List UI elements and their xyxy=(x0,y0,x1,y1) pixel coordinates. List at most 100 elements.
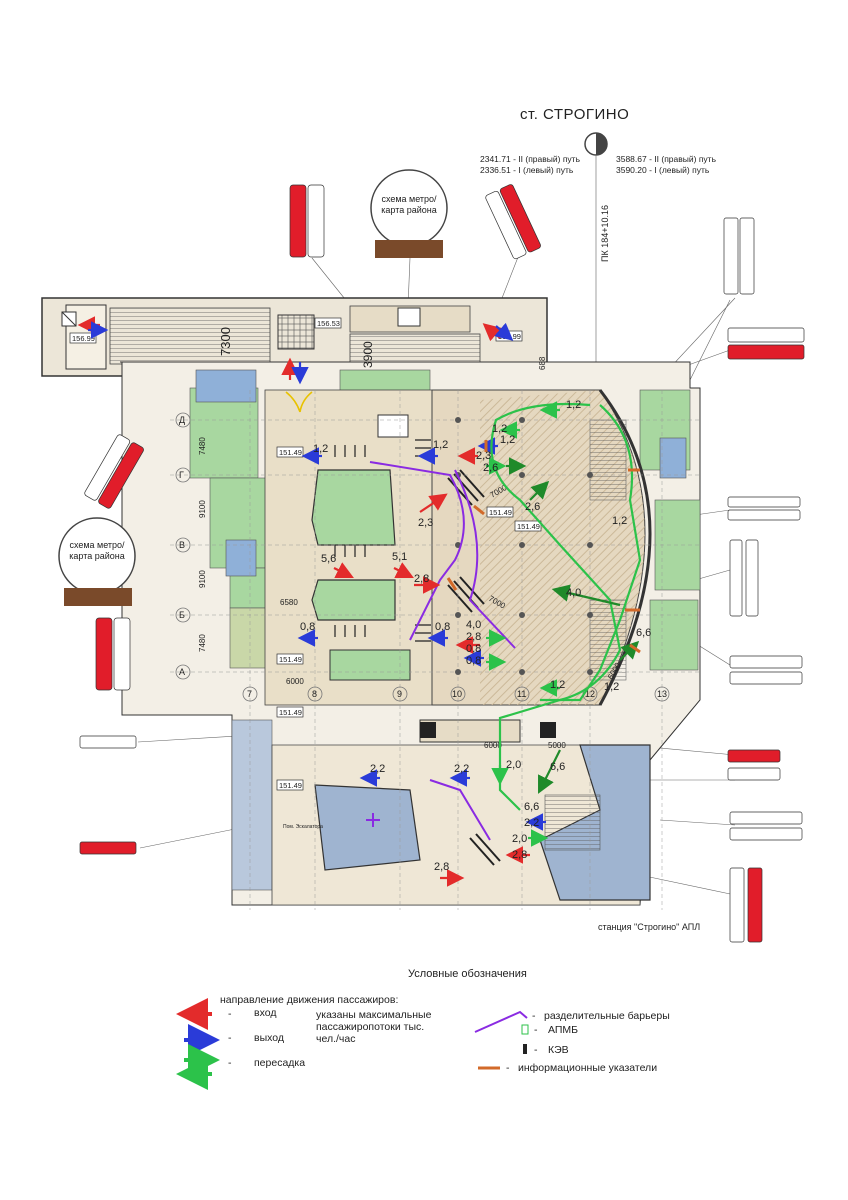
dim-6000-mid: 6000 xyxy=(484,741,502,750)
flow-f28: 2,2 xyxy=(524,817,539,829)
station-body xyxy=(120,361,701,906)
map-sign-left-label: схема метро/ карта района xyxy=(69,540,125,561)
flow-f4: 2,3 xyxy=(476,450,491,462)
track-right-1: 3588.67 - II (правый) путь xyxy=(616,154,716,164)
flow-f31: 2,8 xyxy=(434,861,449,873)
elev-151-49-b: 151.49 xyxy=(489,508,512,517)
row-axis-a: А xyxy=(179,667,185,677)
legend-transfer-dash: - xyxy=(228,1057,232,1069)
legend-apmb-dash: - xyxy=(534,1024,538,1036)
flow-f10: 5,6 xyxy=(321,553,336,565)
track-info-right: 3588.67 - II (правый) путь 3590.20 - I (… xyxy=(616,154,716,176)
legend-info-label: информационные указатели xyxy=(518,1062,658,1074)
legend-symbols xyxy=(176,998,529,1090)
dim-9100-bottom: 9100 xyxy=(198,570,207,588)
elev-151-49-a: 151.49 xyxy=(279,448,302,457)
flow-values: 1,2 1,2 1,2 2,3 2,6 1,2 1,2 2,3 2,6 1,2 … xyxy=(300,399,651,873)
elev-156-53: 156.53 xyxy=(317,319,340,328)
flow-f15: 0,8 xyxy=(435,621,450,633)
legend-max-flow-note: указаны максимальные пассажиропотоки тыс… xyxy=(316,1009,432,1045)
flow-f14: 0,8 xyxy=(300,621,315,633)
dim-6580: 6580 xyxy=(280,598,298,607)
legend-entry-label: вход xyxy=(254,1007,277,1019)
flow-f26: 6,6 xyxy=(550,761,565,773)
dim-7480-top: 7480 xyxy=(198,437,207,455)
legend-direction-header: направление движения пассажиров: xyxy=(220,994,399,1006)
map-sign-left xyxy=(58,517,136,606)
dim-7300: 7300 xyxy=(218,327,233,356)
row-axis-g: Г xyxy=(179,470,184,480)
col-axis-11: 11 xyxy=(517,689,526,699)
dim-5000: 5000 xyxy=(548,741,566,750)
row-axis-b: Б xyxy=(179,610,185,620)
flow-f20: 6,6 xyxy=(636,627,651,639)
dim-688: 688 xyxy=(538,356,547,370)
flow-f9: 1,2 xyxy=(612,515,627,527)
flow-f1: 1,2 xyxy=(566,399,581,411)
flow-f24: 2,2 xyxy=(454,763,469,775)
flow-f13: 4,0 xyxy=(566,587,581,599)
flow-f3: 1,2 xyxy=(433,439,448,451)
flow-f23: 2,2 xyxy=(370,763,385,775)
legend-kev-dash: - xyxy=(534,1044,538,1056)
flow-f29: 2,0 xyxy=(512,833,527,845)
dim-7480-bottom: 7480 xyxy=(198,634,207,652)
flow-f17: 2,8 xyxy=(466,631,481,643)
flow-f27: 6,6 xyxy=(524,801,539,813)
separation-barriers xyxy=(366,461,516,841)
legend-barriers-label: разделительные барьеры xyxy=(544,1010,670,1022)
col-axis-8: 8 xyxy=(312,689,317,699)
track-right-2: 3590.20 - I (левый) путь xyxy=(616,165,710,175)
legend-exit-label: выход xyxy=(254,1032,284,1044)
elev-156-99: 156.99 xyxy=(72,334,95,343)
flow-f6: 1,2 xyxy=(500,434,515,446)
apl-station-label: станция "Строгино" АПЛ xyxy=(598,922,701,932)
col-axis-12: 12 xyxy=(585,689,595,699)
legend-exit-dash: - xyxy=(228,1032,232,1044)
row-axis-d: Д xyxy=(179,415,185,425)
col-axis-10: 10 xyxy=(452,689,462,699)
flow-f30: 2,8 xyxy=(512,849,527,861)
map-sign-top-label: схема метро/ карта района xyxy=(381,194,437,215)
flow-f21: 1,2 xyxy=(550,679,565,691)
legend-title: Условные обозначения xyxy=(408,968,527,980)
station-title: ст. СТРОГИНО xyxy=(520,106,630,123)
elev-151-49-e: 151.49 xyxy=(279,781,302,790)
col-axis-7: 7 xyxy=(247,689,252,699)
dim-6000-left: 6000 xyxy=(286,677,304,686)
elev-151-49-f: 151.49 xyxy=(517,522,540,531)
legend-barriers-dash: - xyxy=(532,1010,536,1022)
elev-151-49-c: 151.49 xyxy=(279,655,302,664)
room-label: Пом. Эскалатора xyxy=(283,824,323,830)
flow-f16: 4,0 xyxy=(466,619,481,631)
legend-apmb-label: АПМБ xyxy=(548,1024,579,1036)
dim-3900: 3900 xyxy=(361,341,375,368)
legend-info-dash: - xyxy=(506,1062,510,1074)
flow-f22: 1,2 xyxy=(604,681,619,693)
legend-entry-dash: - xyxy=(228,1008,232,1020)
flow-f5: 2,6 xyxy=(483,462,498,474)
signage-boards xyxy=(79,184,805,943)
row-axis-v: В xyxy=(179,540,185,550)
col-axis-9: 9 xyxy=(397,689,402,699)
axis-markers: Д Г В Б А 7 8 9 10 11 12 13 xyxy=(175,412,670,702)
legend-transfer-label: пересадка xyxy=(254,1057,306,1069)
track-left-2: 2336.51 - I (левый) путь xyxy=(480,165,574,175)
elev-151-49-d: 151.49 xyxy=(279,708,302,717)
legend-kev-label: КЭВ xyxy=(548,1044,569,1056)
flow-f19: 0,8 xyxy=(466,655,481,667)
track-info-left: 2341.71 - II (правый) путь 2336.51 - I (… xyxy=(480,154,580,176)
flow-f7: 2,3 xyxy=(418,517,433,529)
dim-9100-top: 9100 xyxy=(198,500,207,518)
picket-label: ПК 184+10.16 xyxy=(600,205,610,262)
flow-f25: 2,0 xyxy=(506,759,521,771)
flow-f12: 2,8 xyxy=(414,573,429,585)
flow-f6b: 1,2 xyxy=(492,423,507,435)
track-left-1: 2341.71 - II (правый) путь xyxy=(480,154,580,164)
col-axis-13: 13 xyxy=(657,689,667,699)
info-sign-marks xyxy=(446,440,641,654)
flow-f11: 5,1 xyxy=(392,551,407,563)
flow-f2: 1,2 xyxy=(313,443,328,455)
flow-f18: 0,8 xyxy=(466,643,481,655)
